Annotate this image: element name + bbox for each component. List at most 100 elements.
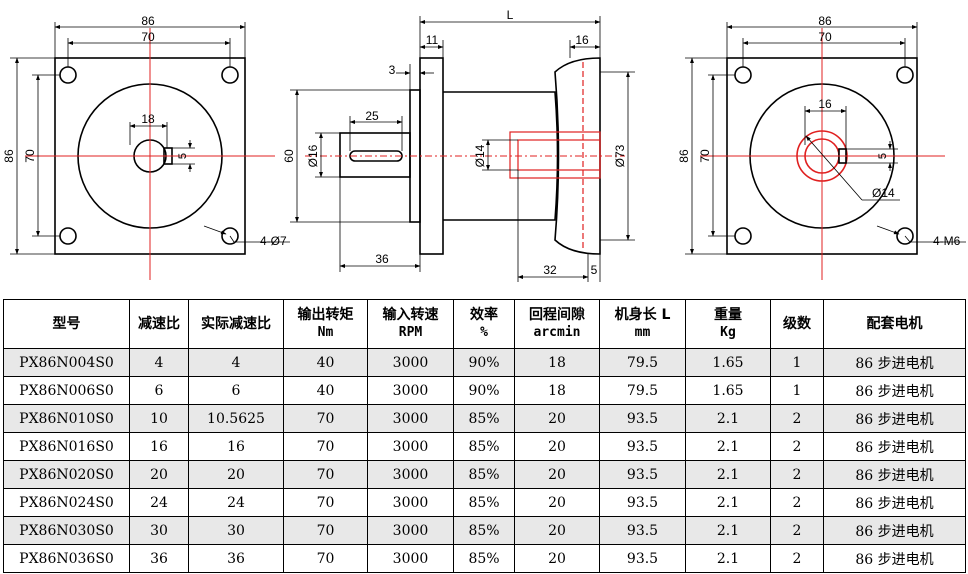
column-header-label: 重量	[714, 307, 742, 323]
table-cell: 79.5	[599, 348, 686, 377]
dim-length-L: L	[507, 8, 514, 22]
table-cell: 79.5	[599, 376, 686, 405]
table-cell: 3000	[367, 460, 454, 489]
table-cell: 20	[188, 460, 284, 489]
dim-86-width-right: 86	[818, 14, 832, 28]
table-cell: 20	[514, 488, 600, 517]
table-cell: 36	[129, 544, 189, 573]
table-cell: 4	[129, 348, 189, 377]
table-cell: 86 步进电机	[823, 544, 966, 573]
table-cell: 1.65	[685, 376, 771, 405]
table-cell: 70	[283, 544, 368, 573]
table-cell: 70	[283, 488, 368, 517]
dim-end-16: 16	[575, 33, 589, 47]
table-cell: 1.65	[685, 348, 771, 377]
table-cell: 70	[283, 460, 368, 489]
table-cell: 93.5	[599, 404, 686, 433]
dim-pilot-60: 60	[282, 149, 296, 163]
table-cell: 10	[129, 404, 189, 433]
dim-70-width-right: 70	[818, 30, 832, 44]
column-header-label: 配套电机	[866, 315, 923, 332]
table-cell: 6	[188, 376, 284, 405]
table-cell: 85%	[453, 404, 515, 433]
table-cell: 18	[514, 348, 600, 377]
column-header: 重量 Kg	[685, 299, 771, 349]
table-cell: 2	[770, 432, 824, 461]
table-cell: 86 步进电机	[823, 516, 966, 545]
table-cell: 86 步进电机	[823, 460, 966, 489]
table-cell: 2.1	[685, 516, 771, 545]
dim-key-5: 5	[177, 153, 189, 159]
table-cell: PX86N016S0	[3, 432, 130, 461]
dim-bore-16: 16	[818, 97, 832, 111]
dim-flange-11: 11	[426, 33, 439, 47]
table-cell: 24	[188, 488, 284, 517]
table-cell: 90%	[453, 376, 515, 405]
dim-70-height: 70	[23, 149, 37, 163]
table-cell: 20	[514, 544, 600, 573]
table-cell: 3000	[367, 544, 454, 573]
column-header-label: 回程间隙	[529, 307, 585, 323]
table-cell: 2	[770, 404, 824, 433]
table-cell: 3000	[367, 348, 454, 377]
table-cell: 93.5	[599, 516, 686, 545]
table-cell: 30	[188, 516, 284, 545]
dim-key-5-right: 5	[877, 153, 889, 159]
table-cell: 86 步进电机	[823, 488, 966, 517]
table-cell: PX86N004S0	[3, 348, 130, 377]
side-view: L 11 16 3 25 36 32 5 60	[282, 8, 635, 282]
column-header-unit: Kg	[720, 325, 736, 340]
table-cell: 90%	[453, 348, 515, 377]
column-header: 配套电机	[823, 299, 966, 349]
column-header: 级数	[770, 299, 824, 349]
table-cell: 20	[514, 404, 600, 433]
table-cell: 85%	[453, 432, 515, 461]
table-cell: 85%	[453, 460, 515, 489]
column-header-unit: arcmin	[533, 325, 581, 340]
column-header-label: 效率	[470, 307, 498, 323]
table-cell: 93.5	[599, 488, 686, 517]
table-cell: 85%	[453, 516, 515, 545]
table-cell: 20	[514, 516, 600, 545]
dim-holes-4-o7: 4-Ø7	[260, 234, 287, 248]
dim-bore-dia-14-right: Ø14	[872, 186, 895, 200]
table-cell: 2.1	[685, 488, 771, 517]
table-cell: 3000	[367, 516, 454, 545]
dim-shaft-length-36: 36	[375, 252, 389, 266]
column-header-label: 实际减速比	[201, 315, 271, 332]
dim-bore-dia-14: Ø14	[473, 144, 487, 167]
table-cell: PX86N036S0	[3, 544, 130, 573]
table-cell: 86 步进电机	[823, 376, 966, 405]
table-cell: 16	[188, 432, 284, 461]
table-cell: 20	[514, 460, 600, 489]
column-header-unit: %	[480, 325, 488, 340]
table-cell: 2	[770, 516, 824, 545]
column-header-label: 机身长 L	[614, 307, 671, 323]
table-cell: 20	[129, 460, 189, 489]
column-header-label: 输出转矩	[297, 307, 354, 323]
table-cell: 30	[129, 516, 189, 545]
table-cell: PX86N024S0	[3, 488, 130, 517]
dim-shaft-dia-16: Ø16	[306, 144, 320, 167]
table-cell: 18	[514, 376, 600, 405]
table-cell: 93.5	[599, 460, 686, 489]
table-cell: PX86N010S0	[3, 404, 130, 433]
technical-drawing: 86 70 86 70 18 5 4-Ø7	[2, 8, 966, 282]
table-cell: 3000	[367, 432, 454, 461]
dim-step-5: 5	[591, 263, 598, 277]
table-cell: 1	[770, 376, 824, 405]
dim-shaft-18: 18	[141, 112, 155, 126]
table-cell: 24	[129, 488, 189, 517]
table-cell: 2.1	[685, 404, 771, 433]
front-view-input-flange: 86 70 86 70 16 5 Ø14 4-M6	[677, 14, 966, 280]
table-cell: 40	[283, 376, 368, 405]
dim-70-width: 70	[141, 30, 155, 44]
